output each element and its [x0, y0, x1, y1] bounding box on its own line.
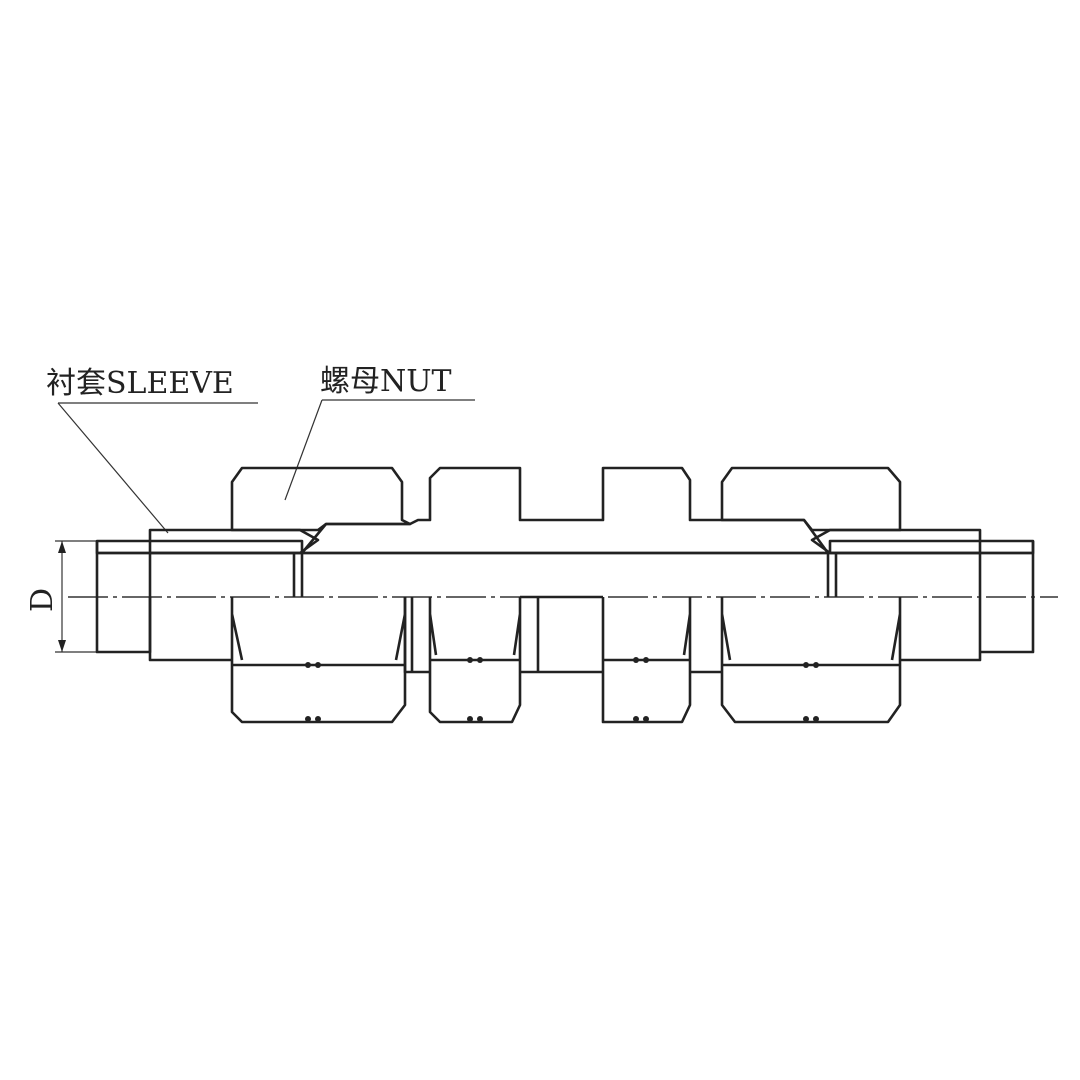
left-nut-section	[230, 466, 412, 532]
dimension-label: D	[25, 588, 60, 612]
sleeve-label: 衬套SLEEVE	[46, 366, 234, 401]
nut-label: 螺母NUT	[320, 364, 452, 399]
section-view	[95, 466, 1035, 597]
left-sleeve-stub	[148, 597, 232, 662]
sleeve-leader-line	[57, 402, 169, 534]
exterior-view	[95, 595, 1035, 724]
body-section	[300, 466, 830, 555]
right-tube-wall	[828, 539, 1035, 555]
left-neck	[403, 597, 430, 674]
center-hex-left	[428, 597, 522, 724]
right-sleeve-stub	[900, 597, 982, 662]
center-neck	[520, 595, 603, 674]
hex-flat-marks	[305, 657, 819, 722]
left-tube-wall	[95, 539, 304, 555]
right-nut-section	[720, 466, 902, 532]
dimension-d: D	[25, 540, 97, 653]
right-nut-hex	[720, 597, 902, 724]
left-nut-hex	[230, 597, 407, 724]
left-tube	[95, 597, 152, 654]
nut-leader-line	[284, 399, 323, 501]
right-tube	[980, 597, 1035, 654]
